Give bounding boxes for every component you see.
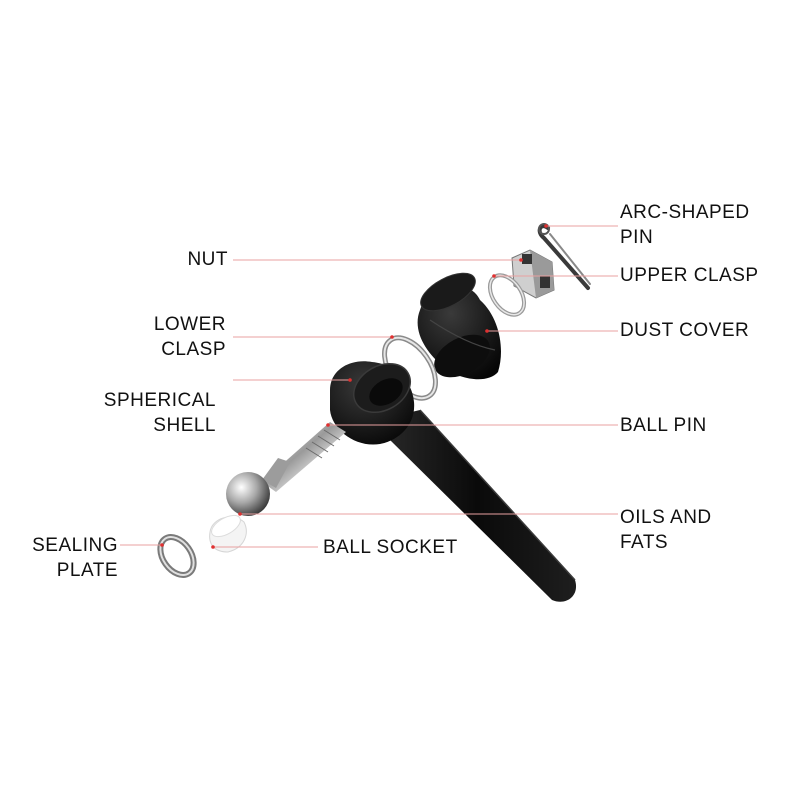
label-spherical-shell: SPHERICAL SHELL [103,390,216,436]
label-sealing-plate: SEALING PLATE [32,535,118,581]
leader-lines [120,224,618,549]
label-lower-clasp: LOWER CLASP [153,314,226,360]
nut-part [511,249,555,299]
ball-pin-part [226,422,346,516]
tie-rod-arm-part [378,409,577,602]
label-arc-shaped-pin: ARC-SHAPED PIN [620,202,750,248]
sealing-plate-part [157,534,197,578]
label-nut: NUT [187,249,228,270]
label-oils-and-fats: OILS AND FATS [620,507,712,553]
dust-cover-part [417,272,501,380]
label-ball-socket: BALL SOCKET [323,537,458,558]
label-upper-clasp: UPPER CLASP [620,265,759,286]
spherical-shell-part [330,361,415,445]
label-dust-cover: DUST COVER [620,320,750,341]
label-ball-pin: BALL PIN [620,415,707,436]
